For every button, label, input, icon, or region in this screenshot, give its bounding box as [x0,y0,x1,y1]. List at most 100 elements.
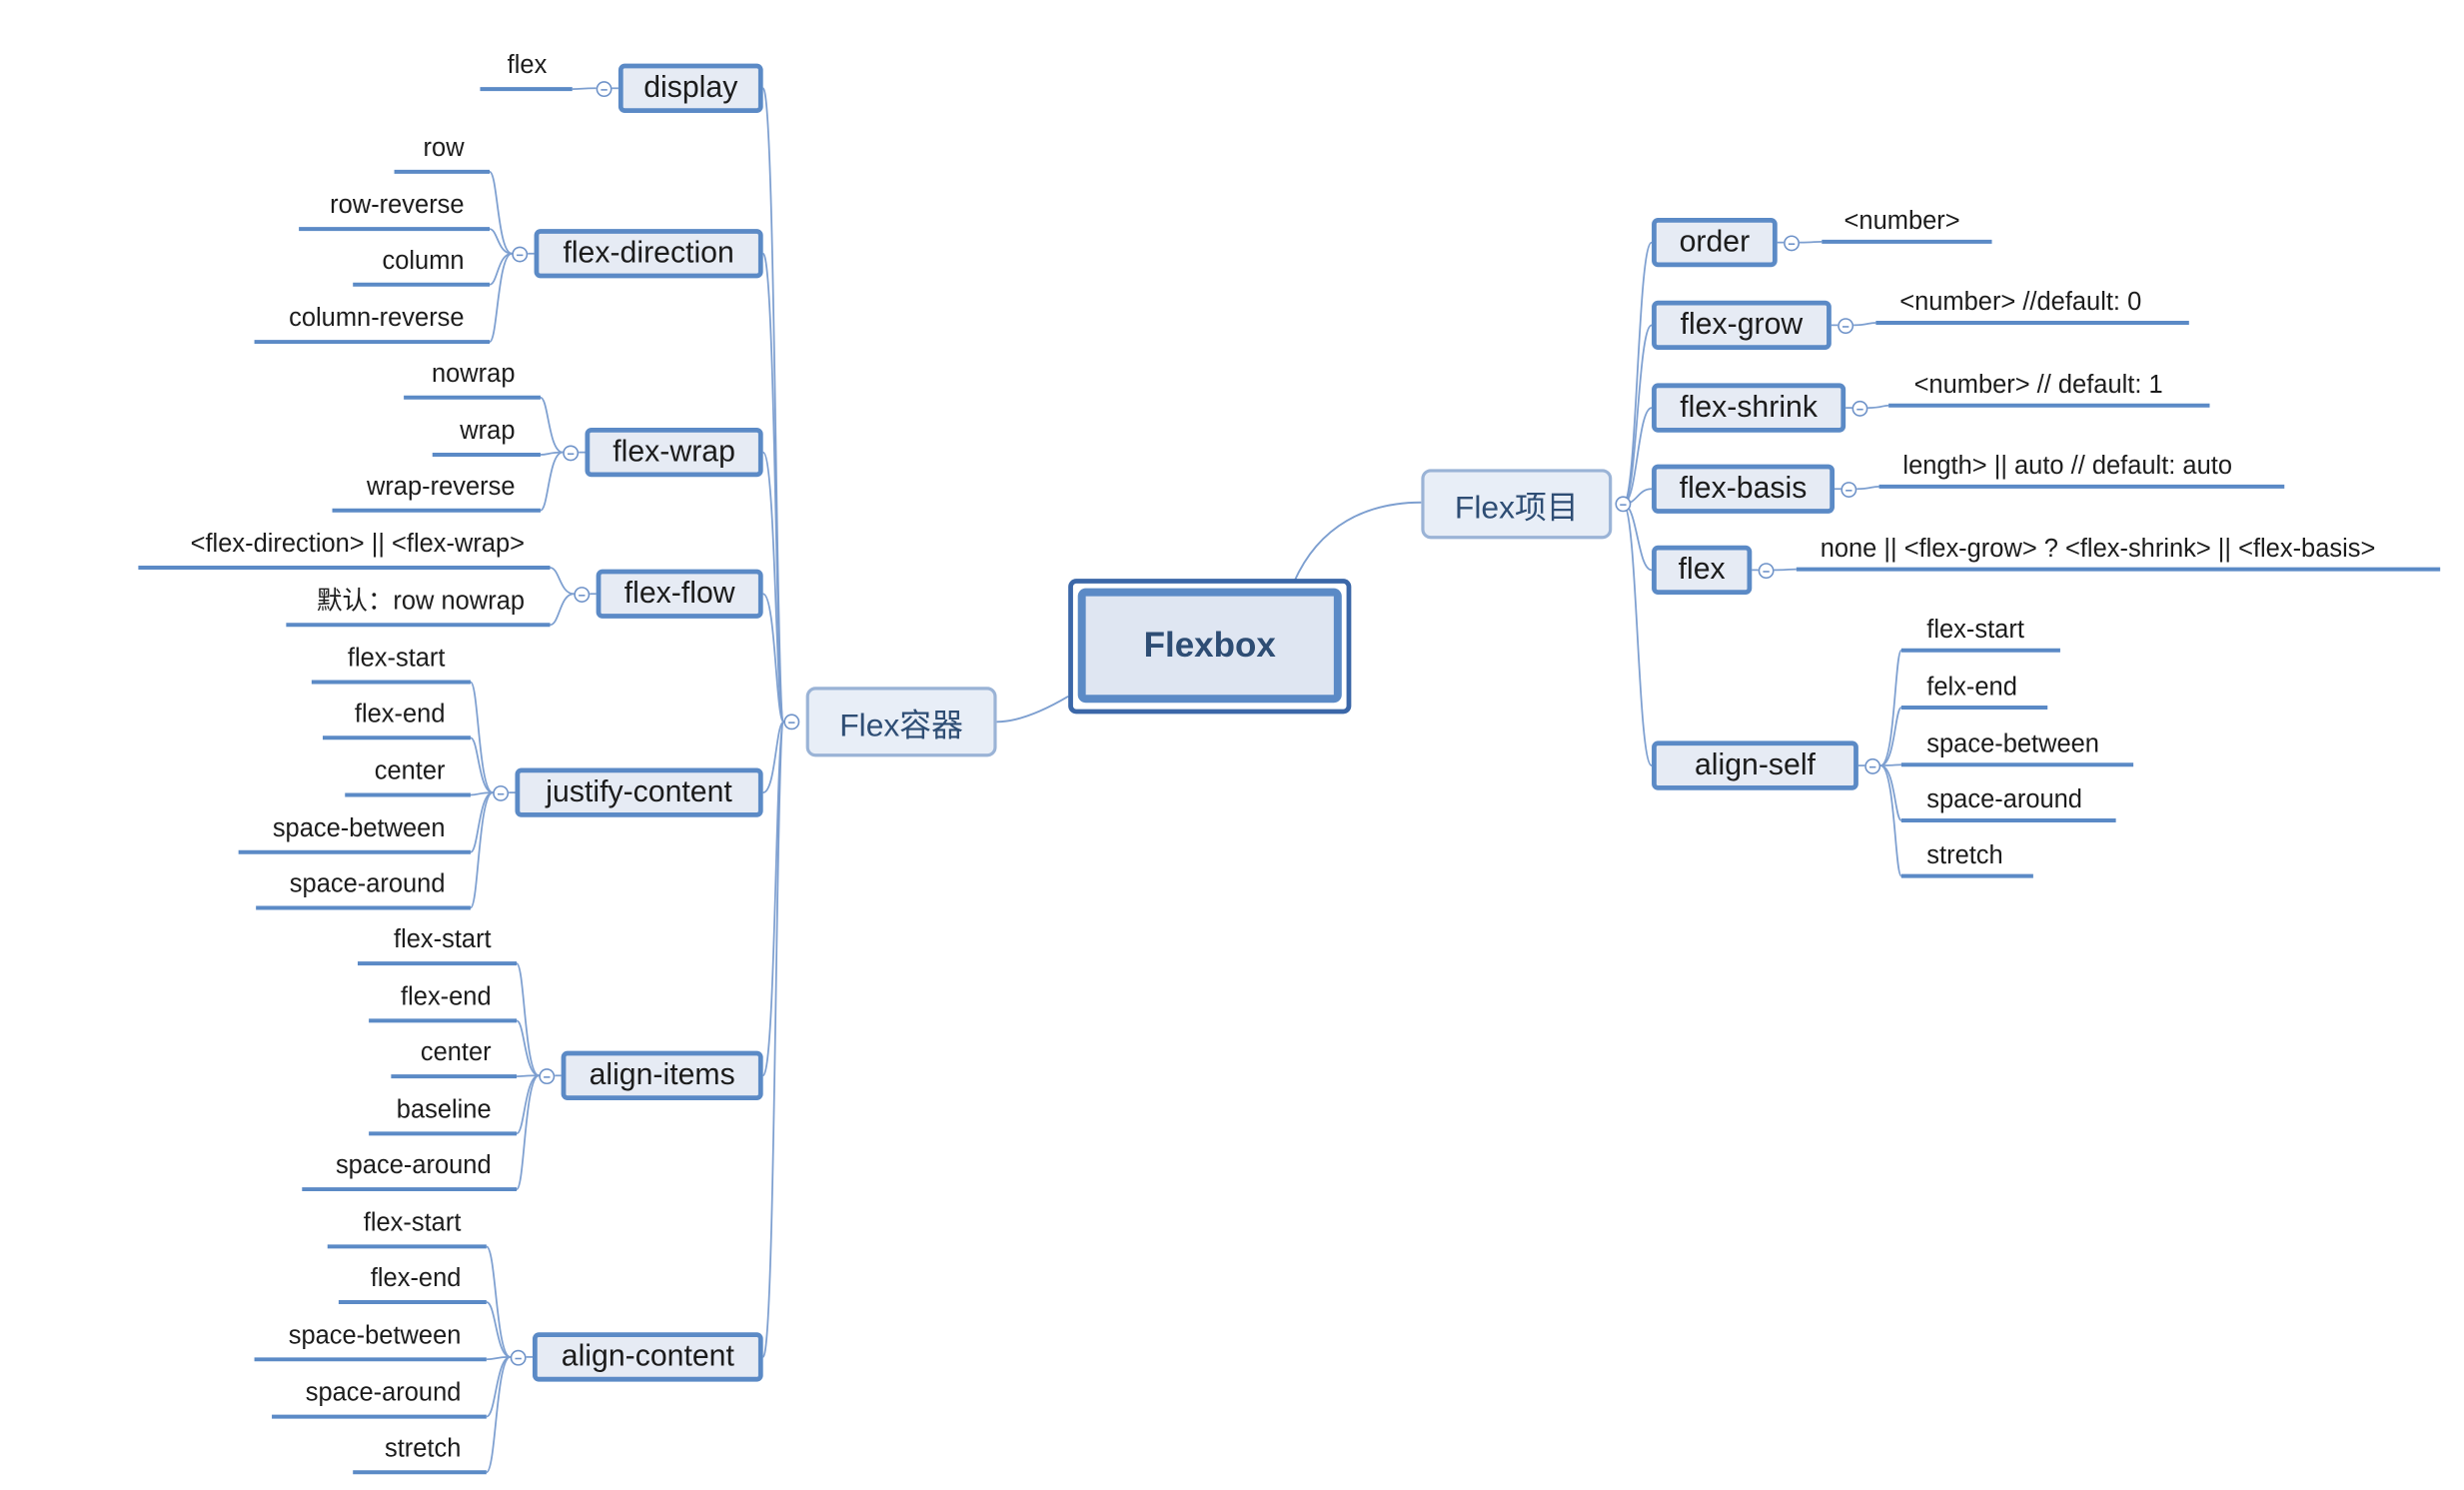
value-label: space-around [1926,786,2082,814]
value-label: column [382,248,465,276]
collapse-toggle[interactable] [493,784,510,801]
value-label: flex-start [394,926,492,954]
connector-line [486,1301,512,1358]
property-node-flex-basis[interactable]: flex-basis [1652,464,1836,514]
collapse-toggle[interactable] [1841,481,1857,498]
collapse-toggle[interactable] [563,444,580,461]
value-label: stretch [384,1435,462,1463]
value-label: space-between [272,815,446,843]
collapse-toggle[interactable] [596,80,613,97]
property-node-justify-content[interactable]: justify-content [515,767,763,817]
collapse-toggle[interactable] [539,1067,556,1084]
connector-line [1856,485,1879,491]
connector-line [550,593,575,627]
value-label: stretch [1926,842,2003,870]
value-label: flex-end [354,701,446,729]
connector-line [540,451,564,512]
value-label: wrap [460,418,516,446]
property-node-flex-direction[interactable]: flex-direction [534,229,763,279]
connector-line [1622,241,1653,506]
value-label: wrap-reverse [366,474,516,502]
connector-line [489,228,513,255]
connector-line [761,451,785,724]
connector-line [1879,764,1902,877]
connector-line [516,1019,540,1077]
connector-line [1879,649,1902,766]
connector-line [1622,324,1653,506]
connector-line [470,737,494,793]
collapse-toggle-item[interactable] [1615,496,1632,513]
value-label: 默认：row nowrap [317,588,526,616]
value-label: baseline [396,1096,492,1124]
value-label: space-between [288,1322,462,1350]
value-label: flex-start [1926,617,2024,645]
property-node-display[interactable]: display [617,63,763,113]
collapse-toggle[interactable] [1864,757,1881,774]
connector-line [1800,240,1823,244]
connector-line [761,721,785,1358]
connector-line [1880,763,1901,766]
connector-line [550,567,575,596]
connector-line [516,962,540,1077]
value-label: <number> // default: 1 [1913,372,2163,400]
collapse-toggle[interactable] [510,1348,527,1365]
value-label: flex [507,52,548,80]
value-label: space-around [335,1152,492,1180]
connector-line [572,87,597,90]
property-node-align-self[interactable]: align-self [1652,741,1858,790]
connector-line [1879,707,1902,766]
connector-line [1867,404,1889,409]
property-node-flex-grow[interactable]: flex-grow [1652,300,1832,351]
connector-line [761,593,785,724]
value-label: flex-start [347,645,446,673]
connector-line [489,252,513,343]
connector-line [516,1074,540,1190]
property-node-flex-shrink[interactable]: flex-shrink [1652,383,1847,433]
collapse-toggle[interactable] [1758,562,1775,579]
connector-line [540,396,564,454]
collapse-toggle[interactable] [512,245,529,262]
connector-line [1293,501,1422,583]
property-node-flex[interactable]: flex [1652,545,1753,596]
value-label: row-reverse [330,192,465,220]
connector-line [470,791,494,853]
collapse-toggle[interactable] [574,586,591,603]
value-label: flex-end [401,983,492,1011]
connector-line [1622,503,1653,766]
value-label: length> || auto // default: auto [1902,453,2232,481]
connector-line [1774,568,1797,572]
value-label: space-between [1926,731,2099,758]
collapse-toggle-container[interactable] [783,714,800,731]
property-node-order[interactable]: order [1652,217,1778,268]
collapse-toggle[interactable] [1851,400,1868,417]
connector-line [762,721,785,793]
connector-line [996,696,1069,724]
value-label: flex-end [370,1265,462,1293]
collapse-toggle[interactable] [1784,234,1801,251]
property-node-align-content[interactable]: align-content [532,1332,763,1382]
value-label: none || <flex-grow> ? <flex-shrink> || <… [1820,536,2376,564]
value-label: center [374,757,446,785]
connector-line [517,1074,540,1077]
connector-line [486,1356,512,1418]
branch-flex-container[interactable]: Flex容器 [805,687,997,757]
property-node-flex-flow[interactable]: flex-flow [596,569,763,619]
connector-line [485,1356,512,1474]
property-node-flex-wrap[interactable]: flex-wrap [585,427,763,478]
collapse-toggle[interactable] [1838,317,1854,334]
connector-line [485,1245,512,1358]
value-label: space-around [289,870,446,898]
property-node-align-items[interactable]: align-items [561,1050,763,1100]
connector-line [1853,322,1876,327]
branch-flex-item[interactable]: Flex项目 [1421,469,1613,540]
connector-line [489,170,513,255]
root-node[interactable]: Flexbox [1077,588,1342,704]
value-label: nowrap [431,361,516,389]
value-label: <number> [1844,208,1960,236]
value-label: space-around [305,1379,462,1408]
value-label: flex-start [363,1209,462,1237]
value-label: center [420,1039,492,1067]
connector-line [470,681,494,793]
